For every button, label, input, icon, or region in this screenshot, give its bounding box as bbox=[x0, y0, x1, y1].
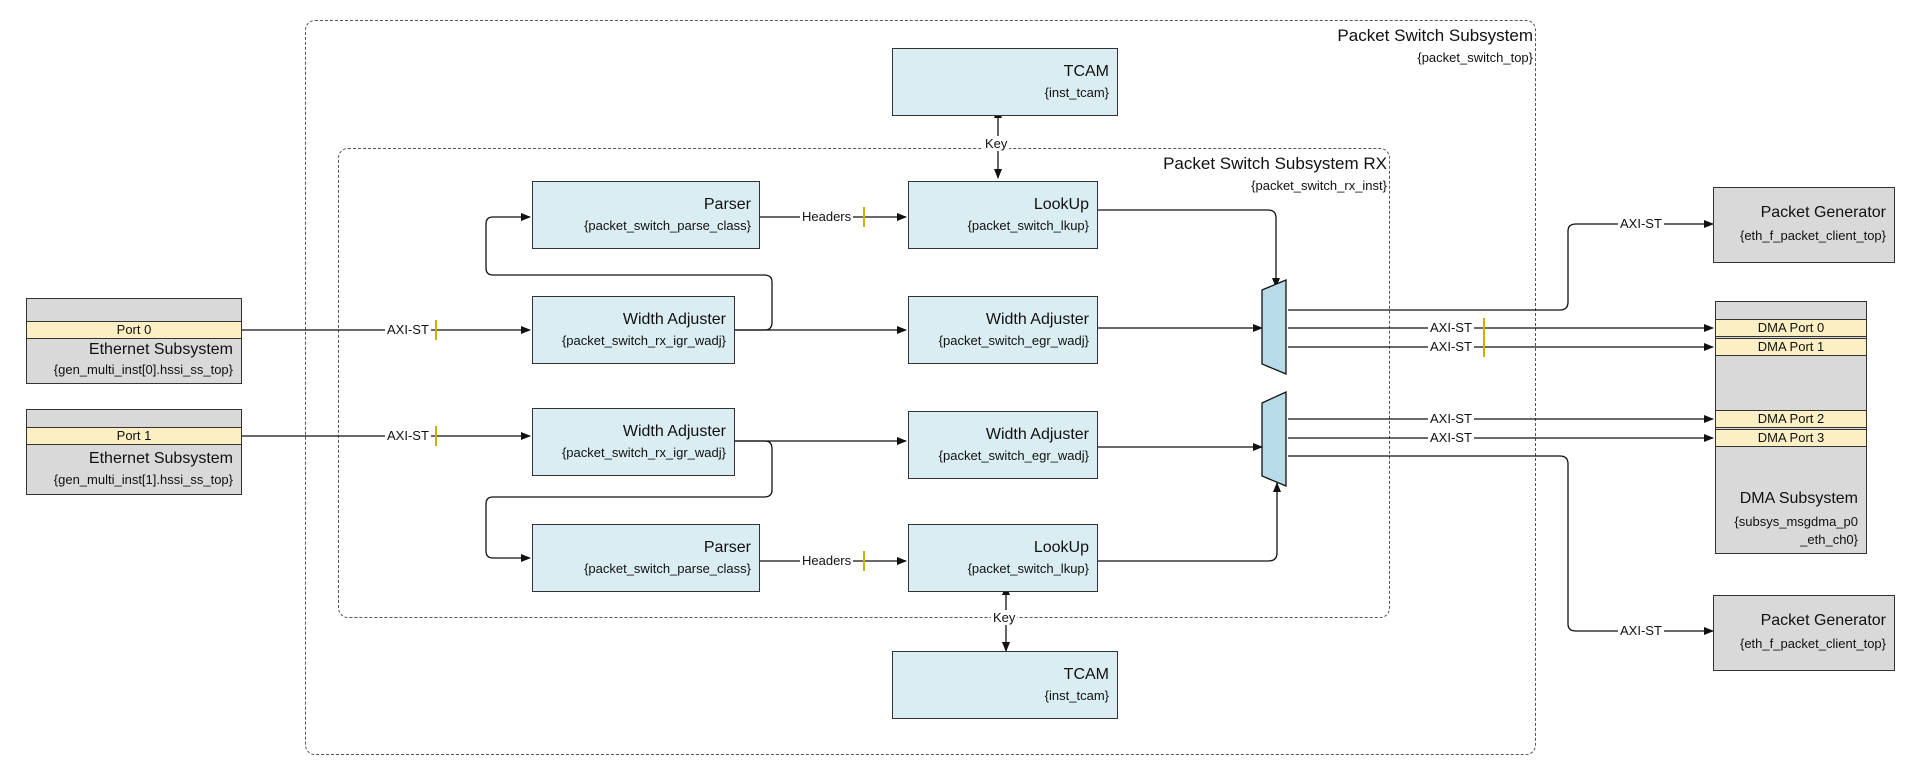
igr-width-adjuster-1-subtitle: {packet_switch_rx_igr_wadj} bbox=[561, 445, 726, 460]
headers-label-bottom: Headers bbox=[800, 553, 854, 568]
key-label-bottom: Key bbox=[991, 610, 1018, 625]
axi-st-label-dma-port0: AXI-ST bbox=[1428, 320, 1474, 335]
egr-width-adjuster-0-block: Width Adjuster {packet_switch_egr_wadj} bbox=[908, 296, 1098, 364]
ethernet-subsystem-0-subtitle: {gen_multi_inst[0].hssi_ss_top} bbox=[53, 362, 233, 377]
tcam-top-title: TCAM bbox=[1063, 63, 1109, 80]
ethernet-subsystem-0-block: Ethernet Subsystem {gen_multi_inst[0].hs… bbox=[26, 298, 242, 384]
igr-width-adjuster-1-block: Width Adjuster {packet_switch_rx_igr_wad… bbox=[532, 408, 735, 476]
lookup-bottom-title: LookUp bbox=[1033, 539, 1089, 556]
axi-st-label-eth1: AXI-ST bbox=[385, 428, 431, 443]
packet-switch-rx-boundary bbox=[338, 148, 1390, 618]
axi-st-label-eth0: AXI-ST bbox=[385, 322, 431, 337]
ethernet-subsystem-0-title: Ethernet Subsystem bbox=[88, 341, 233, 358]
egr-width-adjuster-0-subtitle: {packet_switch_egr_wadj} bbox=[938, 333, 1089, 348]
dma-port-3: DMA Port 3 bbox=[1715, 429, 1867, 447]
egr-width-adjuster-1-subtitle: {packet_switch_egr_wadj} bbox=[938, 448, 1089, 463]
parser-top-title: Parser bbox=[703, 196, 751, 213]
dma-subsystem-subtitle-line1: {subsys_msgdma_p0 bbox=[1734, 514, 1858, 529]
lookup-bottom-block: LookUp {packet_switch_lkup} bbox=[908, 524, 1098, 592]
lookup-top-subtitle: {packet_switch_lkup} bbox=[967, 218, 1089, 233]
igr-width-adjuster-1-title: Width Adjuster bbox=[622, 423, 726, 440]
tcam-top-subtitle: {inst_tcam} bbox=[1044, 85, 1109, 100]
axi-st-label-dma-port1: AXI-ST bbox=[1428, 339, 1474, 354]
packet-generator-bottom-title: Packet Generator bbox=[1760, 612, 1886, 629]
headers-label-top: Headers bbox=[800, 209, 854, 224]
parser-bottom-block: Parser {packet_switch_parse_class} bbox=[532, 524, 760, 592]
dma-port-2: DMA Port 2 bbox=[1715, 410, 1867, 428]
ethernet-port-1: Port 1 bbox=[26, 427, 242, 445]
tcam-top-block: TCAM {inst_tcam} bbox=[892, 48, 1118, 116]
packet-switch-subsystem-boundary bbox=[305, 20, 1536, 755]
packet-switch-subsystem-subtitle: {packet_switch_top} bbox=[1417, 50, 1533, 65]
parser-top-block: Parser {packet_switch_parse_class} bbox=[532, 181, 760, 249]
igr-width-adjuster-0-subtitle: {packet_switch_rx_igr_wadj} bbox=[561, 333, 726, 348]
dma-port-0: DMA Port 0 bbox=[1715, 319, 1867, 337]
packet-generator-bottom-subtitle: {eth_f_packet_client_top} bbox=[1739, 636, 1886, 651]
axi-st-label-dma-port2: AXI-ST bbox=[1428, 411, 1474, 426]
parser-bottom-title: Parser bbox=[703, 539, 751, 556]
lookup-top-block: LookUp {packet_switch_lkup} bbox=[908, 181, 1098, 249]
lookup-top-title: LookUp bbox=[1033, 196, 1089, 213]
packet-generator-top-subtitle: {eth_f_packet_client_top} bbox=[1739, 228, 1886, 243]
dma-subsystem-subtitle-line2: _eth_ch0} bbox=[1800, 532, 1858, 547]
axi-st-label-dma-port3: AXI-ST bbox=[1428, 430, 1474, 445]
dma-subsystem-title: DMA Subsystem bbox=[1739, 490, 1858, 507]
packet-generator-bottom-block: Packet Generator {eth_f_packet_client_to… bbox=[1713, 595, 1895, 671]
mux-bottom bbox=[1261, 390, 1287, 487]
tcam-bottom-subtitle: {inst_tcam} bbox=[1044, 688, 1109, 703]
dma-port-1: DMA Port 1 bbox=[1715, 338, 1867, 356]
egr-width-adjuster-0-title: Width Adjuster bbox=[985, 311, 1089, 328]
egr-width-adjuster-1-block: Width Adjuster {packet_switch_egr_wadj} bbox=[908, 411, 1098, 479]
parser-bottom-subtitle: {packet_switch_parse_class} bbox=[584, 561, 751, 576]
axi-st-label-pktgen-bottom: AXI-ST bbox=[1618, 623, 1664, 638]
axi-st-label-pktgen-top: AXI-ST bbox=[1618, 216, 1664, 231]
ethernet-port-0: Port 0 bbox=[26, 321, 242, 339]
egr-width-adjuster-1-title: Width Adjuster bbox=[985, 426, 1089, 443]
mux-top bbox=[1261, 279, 1287, 375]
parser-top-subtitle: {packet_switch_parse_class} bbox=[584, 218, 751, 233]
packet-generator-top-title: Packet Generator bbox=[1760, 204, 1886, 221]
igr-width-adjuster-0-block: Width Adjuster {packet_switch_rx_igr_wad… bbox=[532, 296, 735, 364]
ethernet-subsystem-1-block: Ethernet Subsystem {gen_multi_inst[1].hs… bbox=[26, 409, 242, 495]
ethernet-subsystem-1-subtitle: {gen_multi_inst[1].hssi_ss_top} bbox=[53, 472, 233, 487]
packet-switch-rx-subtitle: {packet_switch_rx_inst} bbox=[1251, 178, 1387, 193]
packet-switch-subsystem-title: Packet Switch Subsystem bbox=[1337, 26, 1533, 45]
tcam-bottom-block: TCAM {inst_tcam} bbox=[892, 651, 1118, 719]
key-label-top: Key bbox=[983, 136, 1010, 151]
packet-generator-top-block: Packet Generator {eth_f_packet_client_to… bbox=[1713, 187, 1895, 263]
igr-width-adjuster-0-title: Width Adjuster bbox=[622, 311, 726, 328]
lookup-bottom-subtitle: {packet_switch_lkup} bbox=[967, 561, 1089, 576]
tcam-bottom-title: TCAM bbox=[1063, 666, 1109, 683]
packet-switch-rx-title: Packet Switch Subsystem RX bbox=[1163, 154, 1387, 173]
ethernet-subsystem-1-title: Ethernet Subsystem bbox=[88, 450, 233, 467]
